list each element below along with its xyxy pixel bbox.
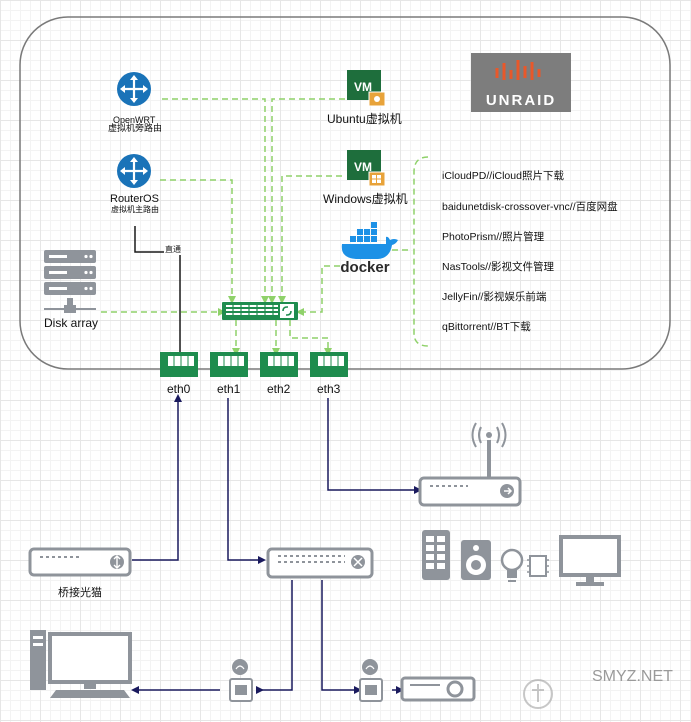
openwrt-label: OpenWRT xyxy=(113,115,156,125)
unraid-logo-text: UNRAID xyxy=(486,92,556,109)
watermark-emblem-icon xyxy=(523,679,553,709)
nic-label-eth0: eth0 xyxy=(167,382,191,396)
watermark-text: SMYZ.NET xyxy=(592,668,673,685)
ubuntu-vm-label: Ubuntu虚拟机 xyxy=(327,112,402,126)
wireless-router-icon xyxy=(418,422,522,507)
openwrt-router-icon xyxy=(117,72,151,106)
bridge-modem-icon xyxy=(28,547,132,577)
ubuntu-vm-icon: VM xyxy=(347,70,386,107)
windows-vm-badge: VM xyxy=(354,160,372,174)
monitor-icon xyxy=(559,535,621,586)
windows-vm-icon: VM xyxy=(347,150,386,187)
passthrough-link xyxy=(134,226,181,352)
docker-service-icloudpd: iCloudPD//iCloud照片下载 xyxy=(442,170,564,182)
desktop-computer-icon xyxy=(30,630,132,698)
physical-link-arrows xyxy=(131,394,422,694)
nic-card-eth3 xyxy=(310,352,348,377)
speaker-icon xyxy=(461,540,491,580)
docker-service-nastools: NasTools//影视文件管理 xyxy=(442,261,555,273)
ubuntu-vm-badge: VM xyxy=(354,80,372,94)
windows-vm-label: Windows虚拟机 xyxy=(323,192,408,206)
lightbulb-icon xyxy=(500,548,524,582)
passthrough-label: 直通 xyxy=(164,245,182,255)
openwrt-caption: 虚拟机旁路由 xyxy=(108,123,163,133)
phone-icon xyxy=(422,530,450,580)
routeros-label: RouterOS xyxy=(110,193,159,205)
disk-array-icon xyxy=(44,250,96,313)
docker-service-photoprism: PhotoPrism//照片管理 xyxy=(442,231,545,243)
chip-icon xyxy=(527,555,549,577)
wall-jack-icon xyxy=(359,659,383,702)
disk-array-label: Disk array xyxy=(44,316,99,330)
bridge-modem-label: 桥接光猫 xyxy=(58,587,102,599)
physical-switch-icon xyxy=(266,547,374,579)
nic-label-eth2: eth2 xyxy=(267,382,291,396)
docker-service-baidunetdisk: baidunetdisk-crossover-vnc//百度网盘 xyxy=(442,201,618,213)
routeros-caption: 虚拟机主路由 xyxy=(111,205,159,214)
routeros-router-icon xyxy=(117,154,151,188)
nic-card-eth0 xyxy=(160,352,198,377)
nic-label-eth1: eth1 xyxy=(217,382,241,396)
physical-links xyxy=(132,398,418,691)
nic-card-eth2 xyxy=(260,352,298,377)
docker-service-jellyfin: JellyFin//影视娱乐前端 xyxy=(442,291,547,303)
nic-label-eth3: eth3 xyxy=(317,382,341,396)
unraid-logo: UNRAID xyxy=(471,53,571,112)
docker-service-qbittorrent: qBittorrent//BT下载 xyxy=(442,321,531,333)
projector-icon xyxy=(400,676,476,702)
nic-card-eth1 xyxy=(210,352,248,377)
wall-jack-icon xyxy=(229,659,253,702)
docker-logo: docker xyxy=(340,222,398,276)
docker-logo-text: docker xyxy=(340,259,389,276)
virtual-links xyxy=(101,98,429,352)
virtual-switch-icon xyxy=(222,302,298,320)
